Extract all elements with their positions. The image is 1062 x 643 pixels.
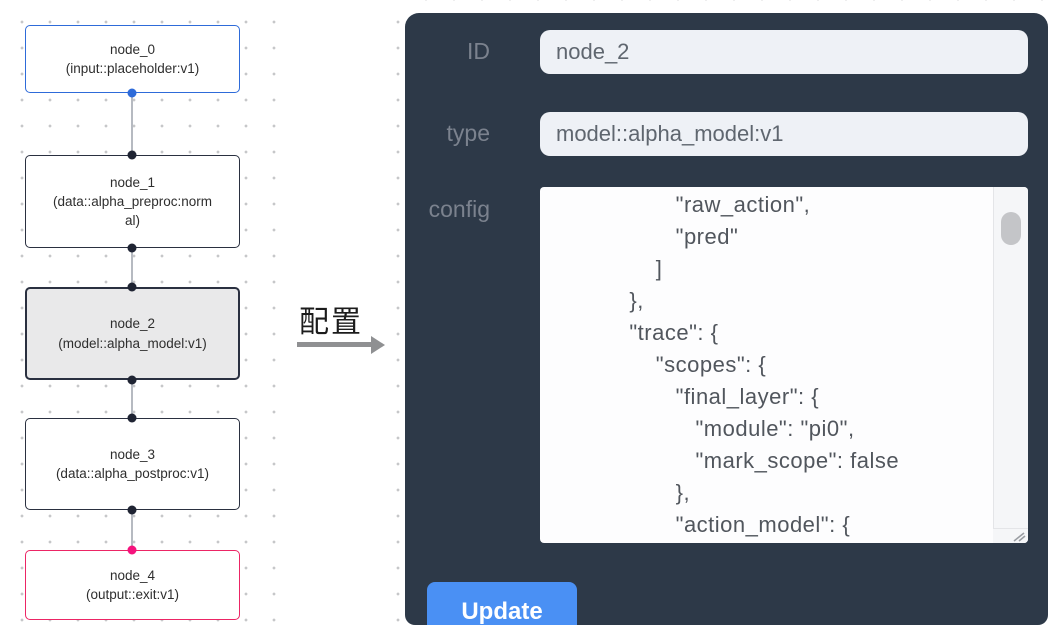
config-resize-corner[interactable] bbox=[993, 528, 1028, 543]
node-type: (data::alpha_preproc:normal) bbox=[52, 193, 213, 229]
edge-node0-node1 bbox=[131, 93, 133, 155]
config-textarea[interactable]: "raw_action", "pred" ] }, "trace": { "sc… bbox=[540, 187, 1028, 543]
config-arrow-line bbox=[297, 342, 372, 347]
graph-node-node_4[interactable]: node_4 (output::exit:v1) bbox=[25, 550, 240, 620]
graph-canvas: node_0 (input::placeholder:v1) node_1 (d… bbox=[0, 0, 278, 643]
edge-node1-node2 bbox=[131, 248, 133, 287]
port-node3-out[interactable] bbox=[127, 505, 137, 515]
config-field-label: config bbox=[428, 196, 490, 222]
config-scrollbar-track[interactable] bbox=[993, 187, 1028, 543]
graph-node-node_0[interactable]: node_0 (input::placeholder:v1) bbox=[25, 25, 240, 93]
graph-node-node_3[interactable]: node_3 (data::alpha_postproc:v1) bbox=[25, 418, 240, 510]
id-input[interactable] bbox=[540, 30, 1028, 74]
config-json-text[interactable]: "raw_action", "pred" ] }, "trace": { "sc… bbox=[629, 192, 900, 537]
port-node1-in[interactable] bbox=[127, 150, 137, 160]
edge-node3-node4 bbox=[131, 510, 133, 550]
port-node2-in[interactable] bbox=[127, 282, 137, 292]
node-name: node_4 bbox=[109, 567, 156, 583]
port-node2-out[interactable] bbox=[127, 375, 137, 385]
node-type: (data::alpha_postproc:v1) bbox=[55, 466, 210, 481]
node-config-panel: ID type config "raw_action", "pred" ] },… bbox=[405, 13, 1048, 625]
canvas-dot-row bbox=[406, 0, 1048, 12]
port-node1-out[interactable] bbox=[127, 243, 137, 253]
type-field-label: type bbox=[446, 120, 490, 146]
node-type: (output::exit:v1) bbox=[85, 587, 180, 602]
edge-node2-node3 bbox=[131, 380, 133, 418]
port-node4-in[interactable] bbox=[127, 545, 137, 555]
node-name: node_1 bbox=[109, 174, 156, 190]
node-name: node_0 bbox=[109, 41, 156, 57]
node-name: node_3 bbox=[109, 446, 156, 462]
resize-grip-icon bbox=[1013, 532, 1026, 542]
node-name: node_2 bbox=[109, 316, 156, 332]
port-node3-in[interactable] bbox=[127, 413, 137, 423]
graph-node-node_1[interactable]: node_1 (data::alpha_preproc:normal) bbox=[25, 155, 240, 248]
id-field-label: ID bbox=[467, 38, 490, 64]
config-scrollbar-thumb[interactable] bbox=[1001, 212, 1021, 245]
port-node0-out[interactable] bbox=[127, 88, 137, 98]
node-type: (input::placeholder:v1) bbox=[65, 61, 200, 76]
config-annotation-label: 配置 bbox=[299, 306, 363, 339]
update-button[interactable]: Update bbox=[427, 582, 577, 625]
type-input[interactable] bbox=[540, 112, 1028, 156]
node-type: (model::alpha_model:v1) bbox=[58, 335, 207, 351]
config-arrow-head-icon bbox=[371, 336, 385, 354]
graph-node-node_2-selected[interactable]: node_2 (model::alpha_model:v1) bbox=[25, 287, 240, 380]
